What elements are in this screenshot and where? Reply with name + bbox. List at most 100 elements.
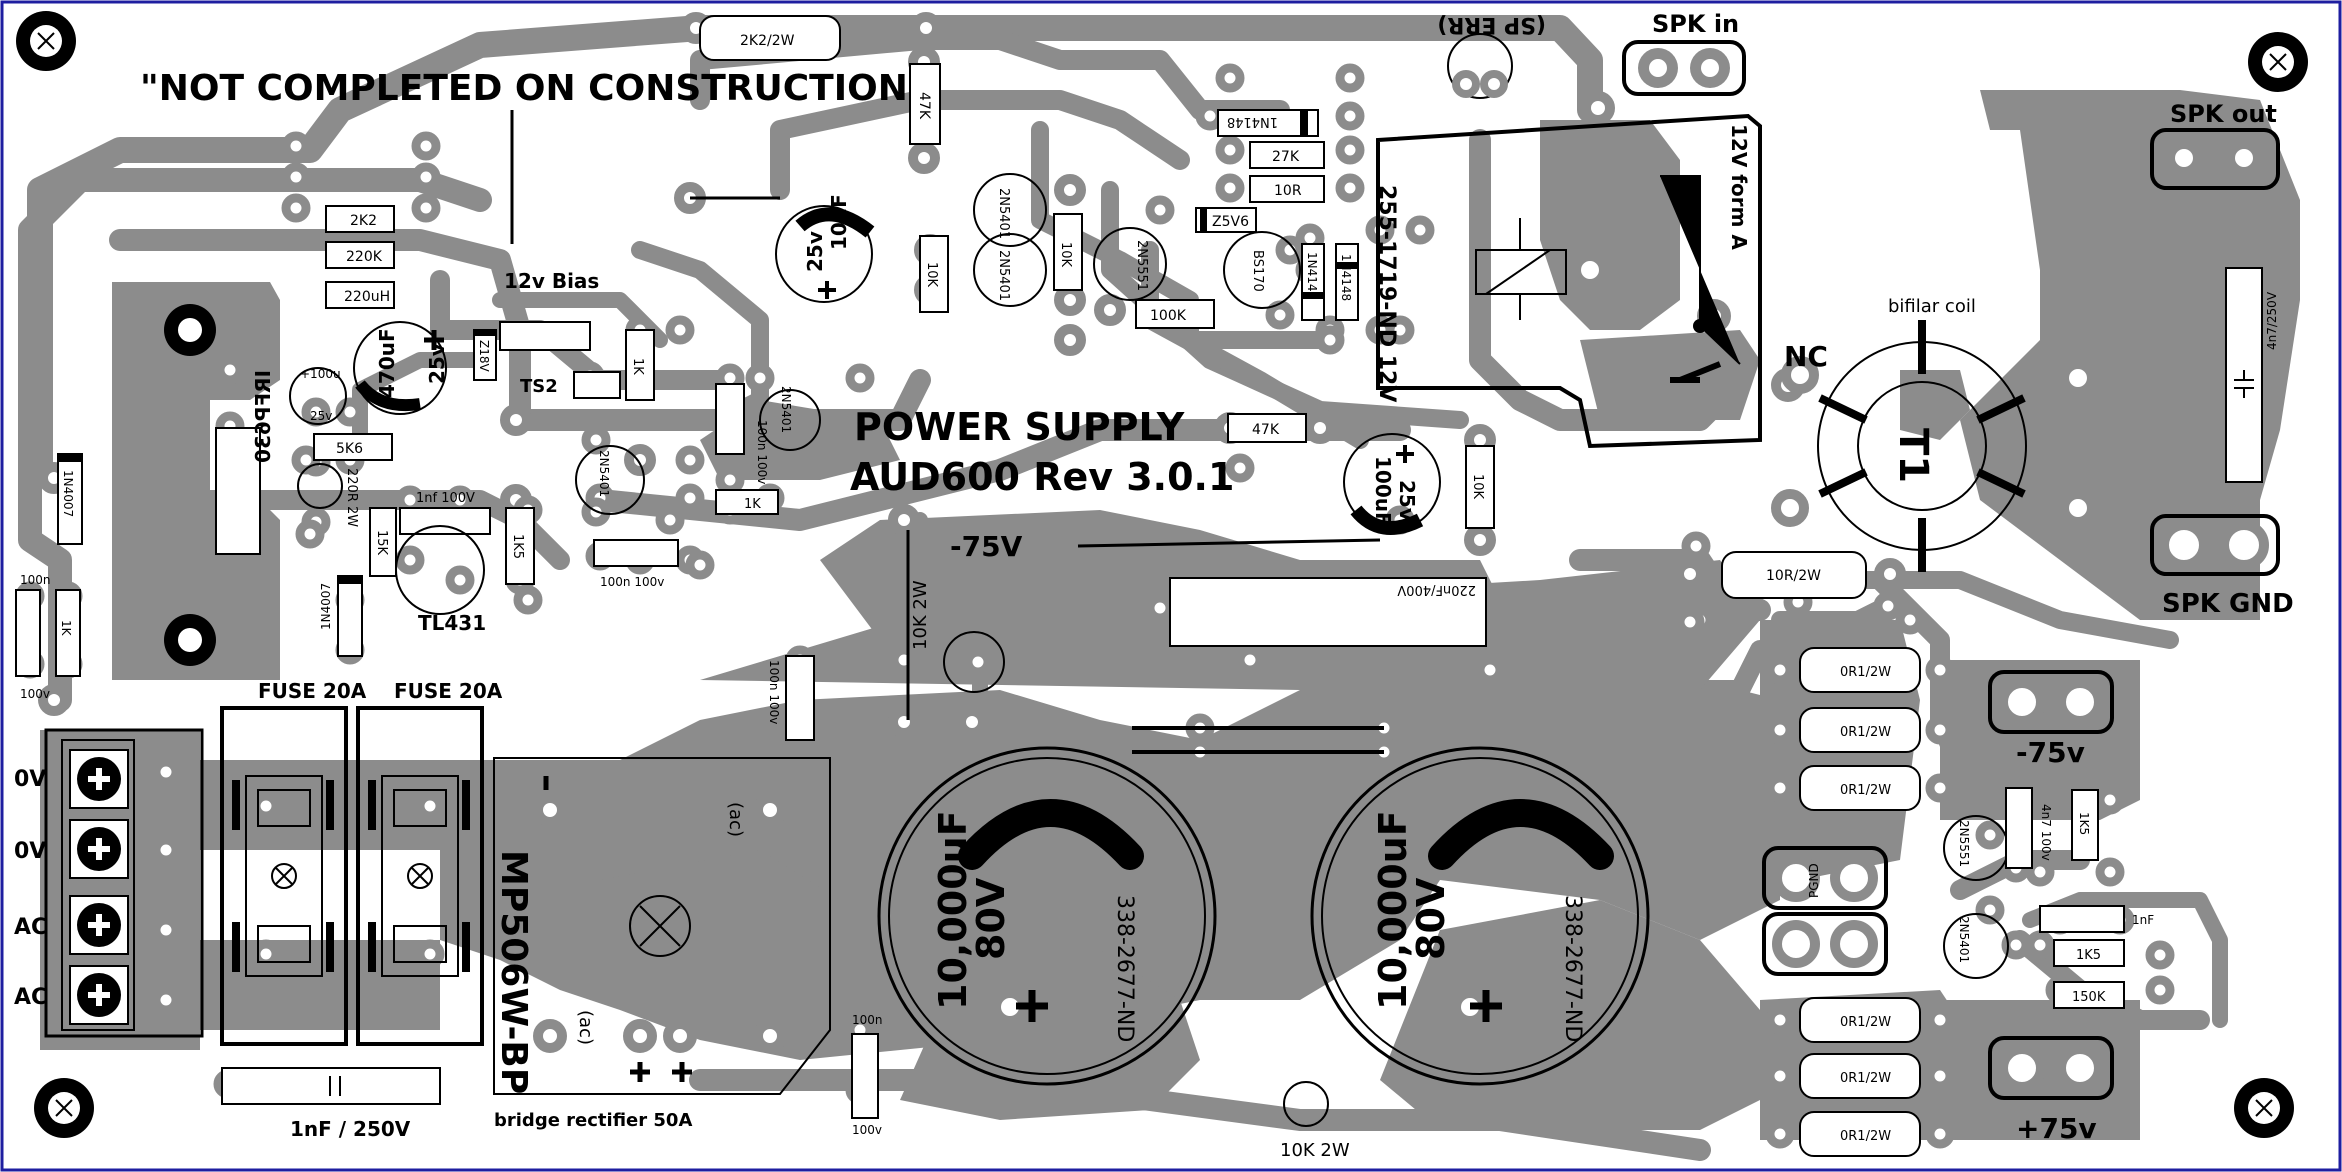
bias-label: 12v Bias [504,269,599,293]
d-1n4148-top-label: 1N4148 [1227,114,1278,129]
cap-100n-100v-c-label: 100n 100v [767,660,781,724]
mount-hole-bl [34,1078,94,1138]
z-18v-label: Z18V [477,340,491,372]
terminal-label-0: 0V [14,767,46,792]
q-2n5401-right-label: 2N5401 [1957,916,1971,963]
cap-100v-a-label: 100v [20,687,50,701]
mount-hole-br [2234,1078,2294,1138]
cap-100n-100v-b-label: 100n 100v [755,420,769,484]
r-0r1-5-label: 0R1/2W [1840,1071,1891,1086]
pgnd-label: PGND [1807,863,1821,898]
cap-100n-100v-a-label: 100n 100v [600,575,664,589]
q-2n5401-a-label: 2N5401 [996,188,1011,239]
spk-in-connector: SPK in [1622,10,1746,96]
cap-10uf-value: 10uF [827,194,851,250]
bridge-rectifier: MP506W-BP (ac) (ac) bridge rectifier 50A [493,757,831,1131]
r-2k2-2w-label: 2K2/2W [740,33,795,49]
r-0r1-3-label: 0R1/2W [1840,783,1891,798]
cap-100u-small-voltage: 25v [310,409,332,423]
r-150k-label: 150K [2072,990,2106,1005]
terminal-label-2: AC [14,915,47,940]
cap-470uf-voltage: 25v [425,343,449,384]
big-cap-2-voltage: 80V [1409,877,1453,960]
q-2n5401-b-label: 2N5401 [996,250,1011,301]
r-0r1-4-label: 0R1/2W [1840,1015,1891,1030]
big-capacitor-1: 10,000uF 80V 338-2677-ND [877,746,1217,1086]
transformer-ref: T1 [1890,428,1936,483]
cap-100u-small-value: +100u [300,367,341,381]
cap-4n7-250v-label: 4n7/250V [2265,291,2279,350]
bridge-rectifier-label: bridge rectifier 50A [494,1110,692,1131]
small-components: 2K2/2W 47K 1N4148 27K 10R Z5V6 1N4148 1N… [15,15,2279,1161]
r-220k-label: 220K [346,249,383,265]
fuse-2-label: FUSE 20A [394,679,503,703]
r-220r-2w-label: 220R 2W [344,468,359,527]
big-cap-1-voltage: 80V [969,877,1013,960]
r-10k-2w-a-label: 10K 2W [910,580,931,650]
mount-hole-tr [2248,32,2308,92]
fuse-1: FUSE 20A [220,679,367,1046]
sp-err-label: (SP ERR) [1437,12,1546,37]
cap-100uf-value: 100uF [1371,456,1395,526]
d-1n4148-v2-label: 1N4148 [1339,254,1353,301]
r-47k-mid-label: 47K [1252,422,1280,438]
r-10k-c-label: 10K [1470,474,1485,500]
r-10r-2w-label: 10R/2W [1766,568,1821,584]
r-10k-a-label: 10K [924,262,939,288]
big-cap-2-value: 10,000uF [1371,810,1415,1010]
cap-220nf-label: 220nF/400V [1397,582,1476,597]
sp-err-connector: (SP ERR) [1437,12,1546,99]
r-10k-b-label: 10K [1058,242,1073,268]
r-15k-label: 15K [374,530,389,556]
pgnd-connector-1: PGND [1762,846,1888,910]
relay-part-label: 255-1719-ND 12V [1374,185,1399,402]
cap-100n-lower-label: 100n [852,1013,883,1027]
mosfet-hole-top [164,304,216,356]
r-2k2-label: 2K2 [350,213,377,229]
pgnd-connector-2 [1762,912,1888,976]
q-2n5551-top-label: 2N5551 [1134,240,1149,291]
terminal-block: 0V 0V AC AC [14,728,204,1038]
r-10r-label: 10R [1274,183,1302,199]
z-5v6-label: Z5V6 [1212,214,1249,230]
big-cap-2-part: 338-2677-ND [1560,895,1585,1042]
mosfet-hole-bottom [164,614,216,666]
d-1n4007-b-label: 1N4007 [319,583,333,630]
rail-minus-line [1077,538,1381,548]
r-1k5-b-label: 1K5 [2077,812,2091,835]
spk-gnd-label: SPK GND [2162,589,2294,619]
bridge-part-label: MP506W-BP [493,850,534,1094]
r-1k5-a-label: 1K5 [510,534,525,559]
mount-hole-tl [16,11,76,71]
cap-100n-a-label: 100n [20,573,51,587]
spk-gnd-connector: SPK GND [2150,514,2294,619]
bridge-ac-top: (ac) [725,802,746,837]
terminal-label-3: AC [14,985,47,1010]
r-0r1-1-label: 0R1/2W [1840,665,1891,680]
fuse-1-label: FUSE 20A [258,679,367,703]
spk-out-label: SPK out [2170,100,2277,128]
r-0r1-6-label: 0R1/2W [1840,1129,1891,1144]
r-1k-b-label: 1K [744,497,761,512]
d-1n4148-v1-label: 1N4148 [1305,252,1319,299]
terminal-label-1: 0V [14,839,46,864]
cap-4n7-100v-label: 4n7 100v [2039,804,2053,861]
d-1n4007-a-label: 1N4007 [61,470,75,517]
irfp630-label: IRFP630 [251,370,275,463]
relay-type-label: 12V form A [1727,124,1751,250]
bridge-ac-bottom: (ac) [575,1010,596,1045]
r-10k-2w-b-label: 10K 2W [1280,1140,1350,1161]
l-220uh-label: 220uH [344,289,390,305]
r-5k6-label: 5K6 [336,441,363,457]
transformer-t1: T1 bifilar coil [1817,296,2027,572]
r-27k-label: 27K [1272,149,1300,165]
q-bs170-label: BS170 [1250,250,1265,292]
warning-note: "NOT COMPLETED ON CONSTRUCTION" [140,68,927,109]
spk-out-connector: SPK out [2150,100,2280,190]
title-line-1: POWER SUPPLY [854,405,1185,449]
r-1k-a-label: 1K [630,358,645,375]
big-capacitor-2: 10,000uF 80V 338-2677-ND [1310,746,1650,1086]
q-2n5551-right-label: 2N5551 [1957,820,1971,867]
minus75-label: -75v [2016,736,2085,769]
